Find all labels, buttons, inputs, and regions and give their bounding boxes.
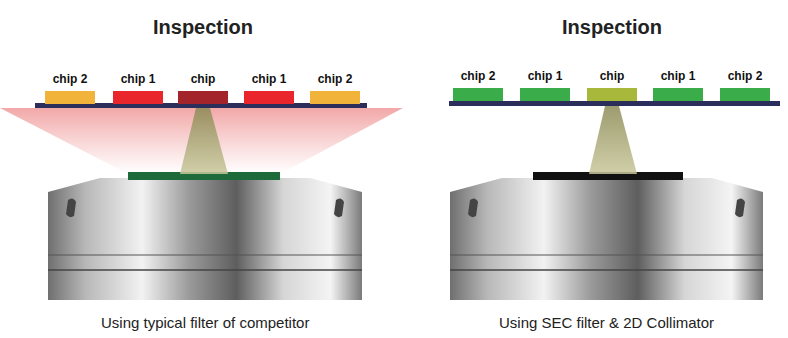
chip: chip 2 — [45, 72, 95, 104]
chip-label: chip 2 — [720, 69, 770, 83]
chip-body — [520, 88, 570, 101]
panel-caption: Using typical filter of competitor — [101, 314, 309, 331]
substrate-bar — [449, 101, 780, 106]
chip: chip — [178, 72, 228, 104]
chip-body — [653, 88, 703, 101]
chip-body — [453, 88, 503, 101]
lens-body — [48, 178, 362, 300]
chip-label: chip 1 — [244, 72, 294, 86]
chip-label: chip — [178, 72, 228, 86]
chip-label: chip — [587, 69, 637, 83]
light-fan — [0, 108, 403, 174]
chip: chip 1 — [244, 72, 294, 104]
chip-body — [720, 88, 770, 101]
chip: chip 1 — [520, 69, 570, 101]
panel-title: Inspection — [562, 16, 662, 39]
chip-body — [178, 91, 228, 104]
chip-body — [113, 91, 163, 104]
chip-body — [244, 91, 294, 104]
chip: chip 1 — [653, 69, 703, 101]
chip: chip 1 — [113, 72, 163, 104]
chip: chip 2 — [453, 69, 503, 101]
panel-caption: Using SEC filter & 2D Collimator — [499, 314, 714, 331]
chip: chip — [587, 69, 637, 101]
chip: chip 2 — [720, 69, 770, 101]
chip-label: chip 1 — [520, 69, 570, 83]
chip-body — [45, 91, 95, 104]
chip-body — [587, 88, 637, 101]
chip-body — [310, 91, 360, 104]
chip-label: chip 2 — [45, 72, 95, 86]
collimated-beam — [589, 106, 637, 174]
chip-label: chip 2 — [310, 72, 360, 86]
lens-body — [450, 178, 763, 300]
panel-title: Inspection — [153, 16, 253, 39]
chip-label: chip 1 — [653, 69, 703, 83]
chip-label: chip 1 — [113, 72, 163, 86]
chip-label: chip 2 — [453, 69, 503, 83]
chip: chip 2 — [310, 72, 360, 104]
collimated-beam — [180, 108, 228, 174]
